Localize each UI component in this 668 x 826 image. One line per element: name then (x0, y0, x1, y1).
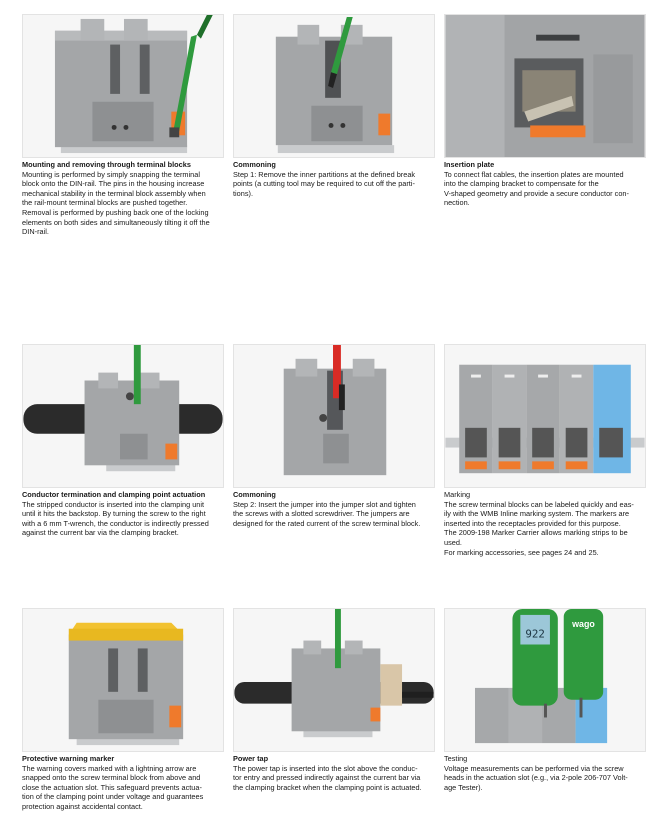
conductor-cable-image (23, 345, 223, 487)
caption-title: Protective warning marker (22, 754, 115, 763)
photo-commoning-step2 (233, 344, 435, 488)
marked-terminal-row-image (445, 345, 645, 487)
insertion-plate-closeup-image (445, 15, 645, 157)
caption-title: Power tap (233, 754, 269, 763)
caption-title: Marking (444, 490, 471, 499)
photo-conductor-termination (22, 344, 224, 488)
power-tap-image (234, 609, 434, 751)
caption-commoning-step2: Commoning Step 2: Insert the jumper into… (233, 490, 438, 528)
photo-marking (444, 344, 646, 488)
photo-commoning-step1 (233, 14, 435, 158)
photo-testing: 922 wago (444, 608, 646, 752)
caption-title: Commoning (233, 490, 276, 499)
tester-display: 922 (525, 628, 545, 641)
caption-mounting: Mounting and removing through terminal b… (22, 160, 227, 237)
tester-brand-logo: wago (571, 619, 595, 629)
terminal-block-partition-image (234, 15, 434, 157)
warning-cover-image (23, 609, 223, 751)
photo-mounting (22, 14, 224, 158)
caption-power-tap: Power tap The power tap is inserted into… (233, 754, 438, 792)
caption-title: Insertion plate (444, 160, 495, 169)
caption-title: Testing (444, 754, 468, 763)
caption-warning-marker: Protective warning marker The warning co… (22, 754, 227, 812)
caption-testing: Testing Voltage measurements can be perf… (444, 754, 649, 792)
caption-conductor-termination: Conductor termination and clamping point… (22, 490, 227, 538)
caption-commoning-step1: Commoning Step 1: Remove the inner parti… (233, 160, 438, 198)
caption-title: Conductor termination and clamping point… (22, 490, 206, 499)
caption-insertion-plate: Insertion plate To connect flat cables, … (444, 160, 649, 208)
photo-insertion-plate (444, 14, 646, 158)
caption-title: Mounting and removing through terminal b… (22, 160, 191, 169)
terminal-block-screwdriver-image (23, 15, 223, 157)
photo-warning-marker (22, 608, 224, 752)
photo-power-tap (233, 608, 435, 752)
caption-marking: Marking The screw terminal blocks can be… (444, 490, 649, 557)
caption-title: Commoning (233, 160, 276, 169)
voltage-tester-image: 922 wago (445, 609, 645, 751)
jumper-insertion-image (234, 345, 434, 487)
